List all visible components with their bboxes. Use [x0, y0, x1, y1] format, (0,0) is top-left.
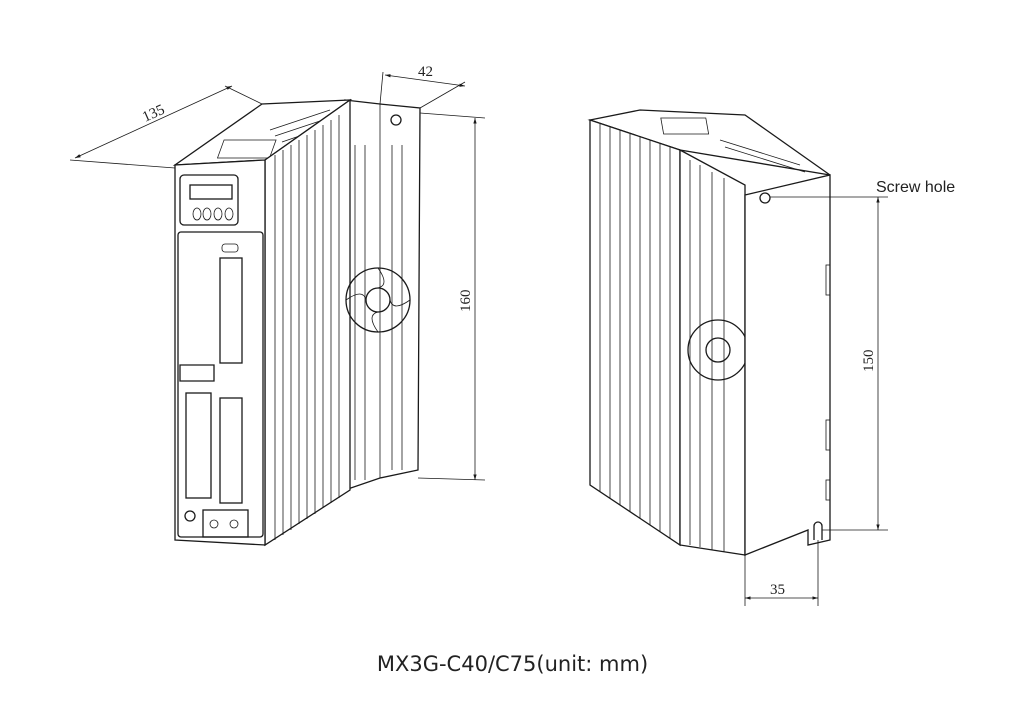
dim-depth: 135: [140, 102, 167, 126]
left-device-view: 135 42 160: [69, 64, 486, 547]
io-connector-2: [219, 397, 243, 504]
led-display: [189, 184, 233, 200]
power-terminal: [185, 392, 212, 499]
mounting-bracket: [344, 99, 421, 491]
dim-height-total: 160: [458, 290, 474, 313]
keypad-buttons: [192, 207, 234, 221]
serial-port: [179, 364, 215, 382]
mounting-plate: [744, 174, 831, 556]
display-window: [179, 174, 239, 226]
dim-mount-height: 150: [861, 350, 877, 373]
side-heatsink-rear: [589, 119, 681, 547]
io-connector-1: [219, 257, 243, 364]
screw-hole-label: Screw hole: [876, 179, 955, 196]
dim-mount-width: 35: [770, 582, 785, 598]
side-heatsink: [264, 98, 351, 547]
dim-width: 42: [418, 64, 433, 80]
right-device-view: Screw hole 150 35: [587, 109, 955, 606]
screw-hole-icon: [759, 192, 771, 204]
figure-caption: MX3G-C40/C75(unit: mm): [376, 652, 649, 676]
screw-hole-icon: [390, 114, 402, 126]
screw-slot: [813, 521, 823, 540]
